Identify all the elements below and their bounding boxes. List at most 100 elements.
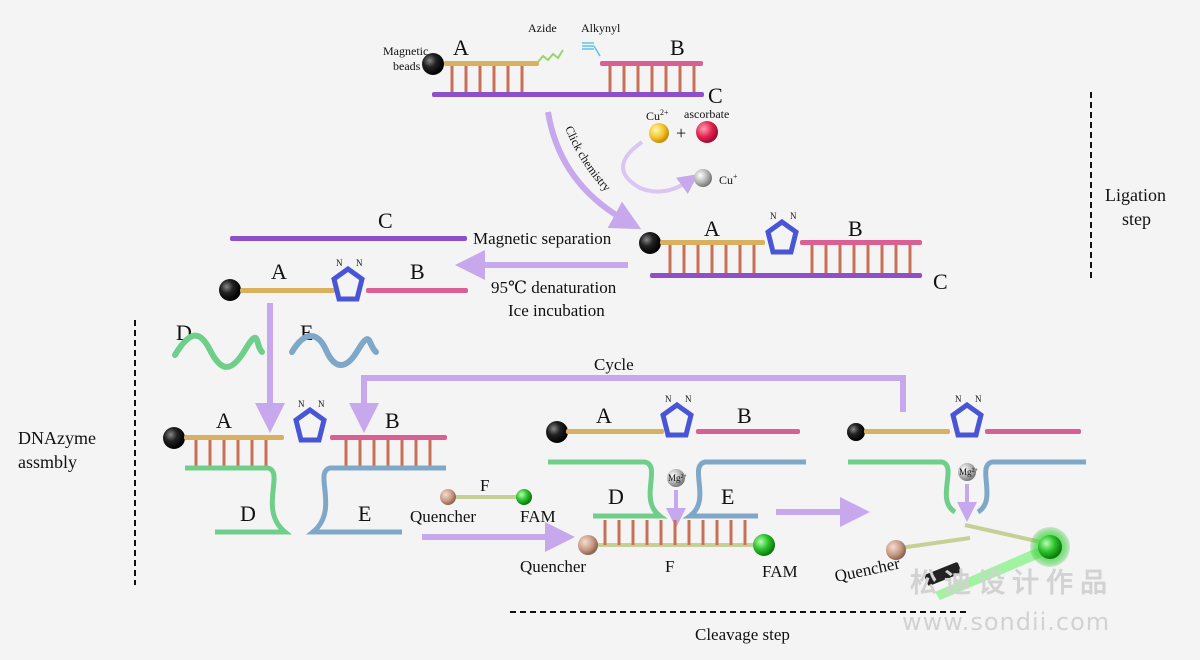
dnazyme-label-2: assmbly <box>18 452 77 472</box>
triazole-n-label: N <box>770 211 777 221</box>
mg-label: Mg2+ <box>959 467 979 477</box>
ligation-step-label-2: step <box>1122 209 1151 229</box>
catalyst-cycle-arrow <box>621 140 699 194</box>
triazole-n-label: N <box>336 258 343 268</box>
label-a-dz2: A <box>596 403 612 428</box>
mg-label: Mg2+ <box>668 473 688 483</box>
label-b-ligated: B <box>848 216 863 241</box>
cu1-label: Cu+ <box>719 172 738 187</box>
azide-icon <box>537 49 564 63</box>
label-c-ligated: C <box>933 269 948 294</box>
quencher-icon <box>578 535 598 555</box>
base-pairs-b <box>608 66 696 92</box>
fam-icon <box>516 489 532 505</box>
triazole-ring-icon <box>660 401 694 438</box>
label-c-separated: C <box>378 208 393 233</box>
triazole-n-label: N <box>318 399 325 409</box>
magnetic-bead-icon <box>422 53 444 75</box>
label-b-dz1: B <box>385 408 400 433</box>
azide-label: Azide <box>528 21 557 35</box>
strand-a <box>444 61 539 66</box>
watermark-url: www.sondii.com <box>902 608 1110 636</box>
alkynyl-icon <box>582 42 601 57</box>
magnetic-beads-label-2: beads <box>393 59 421 73</box>
mg-ion-icon <box>958 463 976 481</box>
cleavage-step-label: Cleavage step <box>695 625 790 644</box>
denaturation-label: 95℃ denaturation <box>491 278 617 297</box>
fam-icon <box>1038 535 1062 559</box>
substrate-f: F Quencher FAM <box>410 476 575 552</box>
strand-e-wave <box>289 333 379 368</box>
ligation-step-label: Ligation <box>1105 185 1166 205</box>
triazole-ring-icon <box>950 401 984 438</box>
dnazyme-complex-1: A N N B D E <box>163 399 447 535</box>
triazole-ring-icon <box>293 406 327 443</box>
base-pairs <box>668 245 912 273</box>
detector-icon <box>924 562 962 586</box>
label-c-top: C <box>708 83 723 108</box>
strand-b <box>800 240 922 245</box>
label-f-bound: F <box>665 557 674 576</box>
base-pairs <box>194 440 432 466</box>
click-chemistry-label: Click chemistry <box>562 124 614 194</box>
label-d-dz1: D <box>240 501 256 526</box>
triazole-n-label: N <box>356 258 363 268</box>
strand-b <box>985 429 1081 434</box>
dnazyme-complex-2: A N N B D E Mg2+ Quencher F FAM <box>520 394 806 581</box>
quencher-label: Quencher <box>410 507 476 526</box>
strand-e <box>305 465 446 535</box>
mg-ion-icon <box>667 469 685 487</box>
strand-c <box>230 236 467 241</box>
fam-label: FAM <box>762 562 798 581</box>
strand-e <box>682 459 806 519</box>
alkynyl-label: Alkynyl <box>581 21 621 35</box>
cu2-label: Cu2+ <box>646 108 669 123</box>
click-chemistry-arrow <box>545 111 642 230</box>
plus-sign: + <box>676 123 686 143</box>
dnazyme-label: DNAzyme <box>18 428 96 448</box>
label-a-top: A <box>453 35 469 60</box>
label-b-top: B <box>670 35 685 60</box>
strand-a <box>864 429 950 434</box>
triazole-ring-icon <box>331 265 365 302</box>
magnetic-bead-icon <box>639 232 661 254</box>
watermark-text: 松迪设计作品 <box>910 568 1114 599</box>
label-a-ligated: A <box>704 216 720 241</box>
free-d-e-strands: D E <box>172 320 379 370</box>
label-a-separated: A <box>271 259 287 284</box>
ligation-top-complex: Magnetic beads A Azide Alkynyl B C <box>383 21 723 108</box>
strand-b <box>600 61 703 66</box>
triazole-n-label: N <box>685 394 692 404</box>
strand-a <box>184 435 284 440</box>
magnetic-bead-icon <box>847 423 865 441</box>
triazole-n-label: N <box>665 394 672 404</box>
ice-incubation-label: Ice incubation <box>508 301 605 320</box>
strand-a <box>660 240 765 245</box>
quencher-label: Quencher <box>833 554 902 586</box>
strand-e <box>976 459 1086 515</box>
strand-d <box>185 465 293 535</box>
base-pairs-f <box>603 520 747 545</box>
ascorbate-label: ascorbate <box>684 107 729 121</box>
magnetic-separation-label: Magnetic separation <box>473 229 612 248</box>
label-b-separated: B <box>410 259 425 284</box>
fluorescence-beam <box>935 543 1052 600</box>
label-b-dz2: B <box>737 403 752 428</box>
strand-d <box>848 459 957 515</box>
strand-b <box>366 288 468 293</box>
triazole-n-label: N <box>298 399 305 409</box>
quencher-icon <box>886 540 906 560</box>
fam-icon <box>753 534 775 556</box>
triazole-n-label: N <box>955 394 962 404</box>
magnetic-bead-icon <box>163 427 185 449</box>
strand-b <box>696 429 800 434</box>
triazole-ring-icon <box>765 218 799 255</box>
cu2-ion-icon <box>649 123 669 143</box>
quencher-label: Quencher <box>520 557 586 576</box>
magnetic-beads-label: Magnetic <box>383 44 428 58</box>
magnetic-bead-icon <box>219 279 241 301</box>
triazole-n-label: N <box>975 394 982 404</box>
label-d-dz2: D <box>608 484 624 509</box>
label-f-free: F <box>480 476 489 495</box>
